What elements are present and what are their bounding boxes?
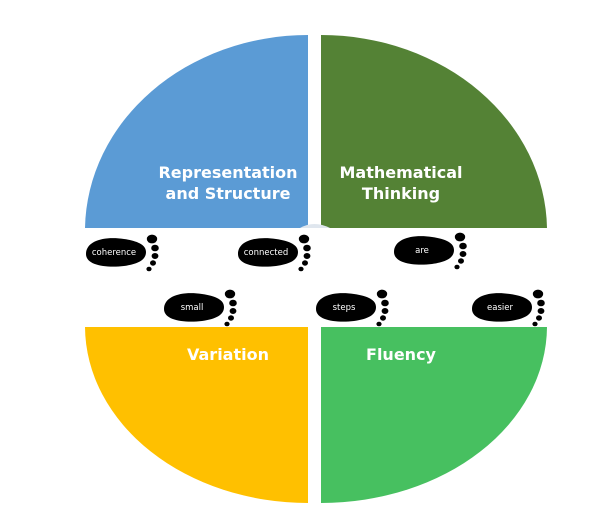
quadrant-fluency [321, 327, 547, 503]
footprint-word: coherence [92, 248, 136, 258]
footprint-word: small [181, 303, 204, 313]
footprint-word: easier [487, 303, 513, 313]
quadrant-label-representation-line1: Representation [158, 163, 297, 182]
footprint-word: steps [333, 303, 356, 313]
quadrant-label-variation: Variation [187, 345, 269, 364]
quadrant-label-mathematical-line2: Thinking [362, 184, 440, 203]
quadrant-mathematical-thinking [321, 34, 547, 228]
quadrant-representation-structure [85, 35, 308, 228]
quadrant-label-mathematical-line1: Mathematical [340, 163, 463, 182]
footprint-word: are [415, 246, 429, 256]
footprint-connected: connected [238, 234, 311, 272]
quadrant-label-representation-line2: and Structure [166, 184, 291, 203]
footprint-easier: easier [472, 289, 545, 327]
center-notch [300, 224, 330, 228]
footprint-coherence: coherence [86, 234, 159, 272]
footprint-word: connected [244, 248, 289, 258]
footprint-are: are [394, 232, 467, 270]
footprint-steps: steps [316, 289, 389, 327]
quadrant-label-fluency: Fluency [366, 345, 437, 364]
quadrant-variation [85, 327, 308, 503]
footprint-small: small [164, 289, 237, 327]
